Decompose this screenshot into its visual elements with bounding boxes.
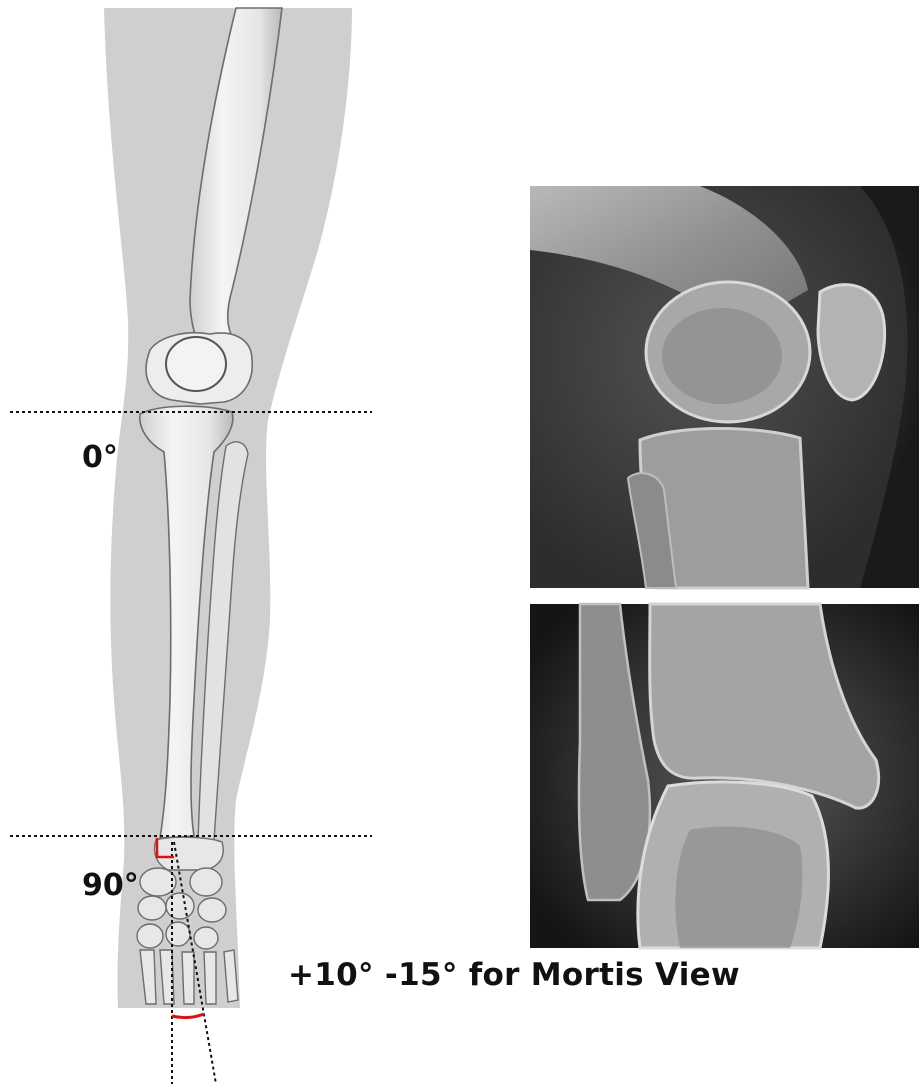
- mortise-view-caption: +10° -15° for Mortis View: [288, 957, 740, 993]
- lateral-knee-radiograph: [530, 186, 919, 588]
- rotation-arc-marker: [172, 1014, 204, 1018]
- ankle-mortise-radiograph: [530, 604, 919, 948]
- ankle-angle-label: 90°: [82, 868, 139, 903]
- patella: [166, 337, 226, 391]
- knee-angle-label: 0°: [82, 440, 118, 475]
